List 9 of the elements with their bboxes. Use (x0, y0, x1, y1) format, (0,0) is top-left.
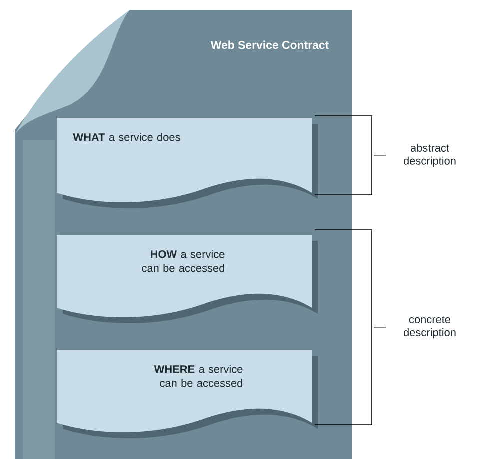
heading: Web Service Contract (210, 40, 329, 50)
document-shape (57, 350, 318, 438)
bracket-label: abstract description (404, 144, 456, 168)
document-text: WHERE a service can be accessed (154, 365, 243, 388)
document-shape (57, 118, 318, 208)
document-text: HOW a service can be accessed (142, 250, 225, 272)
document-text: WHAT a service does (73, 133, 180, 142)
document-shape (57, 235, 318, 324)
bracket-label: concrete description (404, 316, 456, 339)
